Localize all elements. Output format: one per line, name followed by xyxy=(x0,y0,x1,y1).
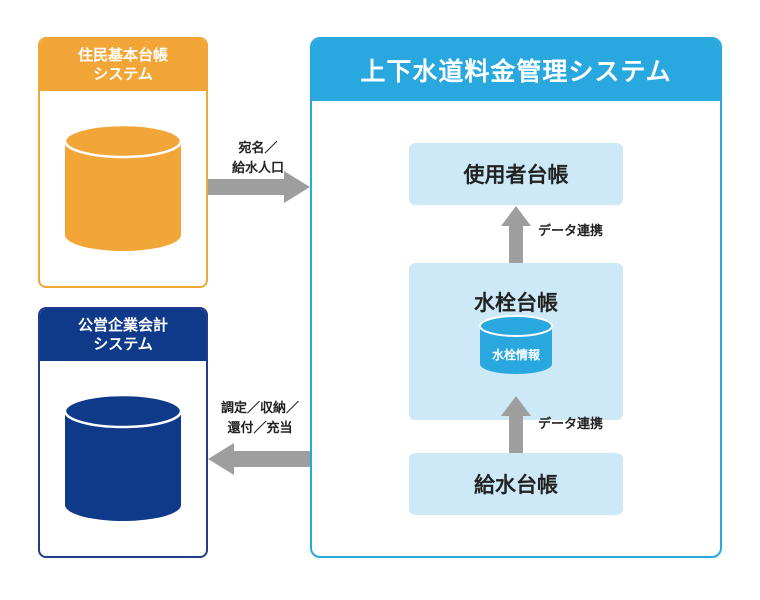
hydrant-database-icon xyxy=(479,315,553,374)
atena-label-line1: 宛名／ xyxy=(238,141,278,156)
water-billing-system-title: 上下水道料金管理システム xyxy=(312,39,720,101)
chotei-label-line1: 調定／収納／ xyxy=(220,401,299,416)
resident-registry-title-line1: 住民基本台帳 xyxy=(77,46,168,64)
arrow-right-icon xyxy=(208,171,310,203)
public-accounting-title-line1: 公営企業会計 xyxy=(77,316,168,334)
data-link-label-lower: データ連携 xyxy=(538,417,604,432)
arrow-up-icon xyxy=(501,206,531,263)
arrow-left-icon xyxy=(208,443,310,475)
public-accounting-system-header: 公営企業会計 システム xyxy=(40,309,206,361)
hydrant-ledger-label: 水栓台帳 xyxy=(474,291,558,315)
chotei-label-line2: 還付／充当 xyxy=(227,421,293,436)
chotei-arrow-label: 調定／収納／ 還付／充当 xyxy=(210,399,310,439)
atena-label-line2: 給水人口 xyxy=(231,161,284,176)
resident-registry-system-box: 住民基本台帳 システム xyxy=(38,37,208,288)
database-cylinder-icon xyxy=(63,123,183,251)
user-ledger-box: 使用者台帳 xyxy=(409,143,623,205)
water-supply-ledger-box: 給水台帳 xyxy=(409,453,623,515)
atena-arrow-label: 宛名／ 給水人口 xyxy=(218,139,298,179)
data-link-label-upper: データ連携 xyxy=(538,224,604,239)
hydrant-info-label: 水栓情報 xyxy=(491,348,540,362)
arrow-up-icon xyxy=(501,396,531,453)
resident-registry-title-line2: システム xyxy=(93,65,153,83)
database-cylinder-icon xyxy=(63,393,183,521)
public-accounting-title-line2: システム xyxy=(93,335,153,353)
resident-registry-system-header: 住民基本台帳 システム xyxy=(40,39,206,91)
public-accounting-system-box: 公営企業会計 システム xyxy=(38,307,208,558)
